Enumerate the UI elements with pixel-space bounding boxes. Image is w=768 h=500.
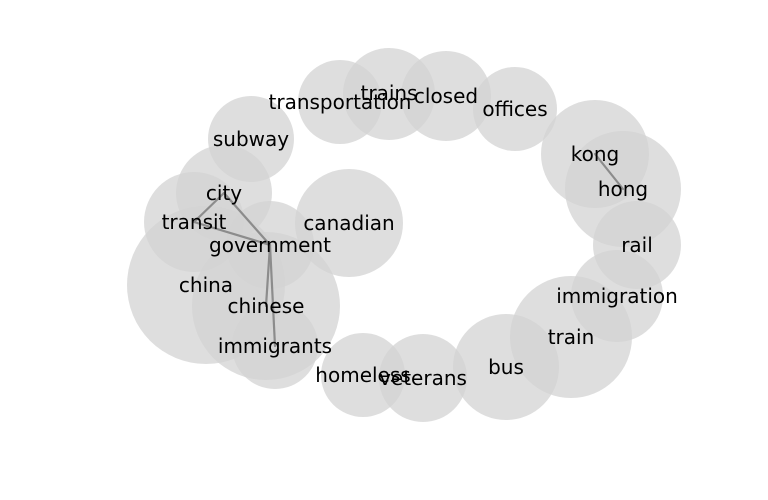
word-label-subway: subway: [213, 127, 289, 151]
word-label-kong: kong: [571, 142, 619, 166]
word-label-homeless: homeless: [315, 363, 410, 387]
word-label-closed: closed: [414, 84, 478, 108]
word-label-rail: rail: [621, 233, 653, 257]
bubble-offices: [473, 67, 557, 151]
edge-city-government: [222, 191, 272, 247]
word-label-bus: bus: [488, 355, 524, 379]
bubble-bus: [453, 314, 559, 420]
word-label-government: government: [209, 233, 331, 257]
word-label-trains: trains: [361, 81, 418, 105]
word-label-china: china: [179, 273, 233, 297]
word-label-chinese: chinese: [228, 294, 305, 318]
edge-layer: [192, 152, 625, 348]
word-label-transportation: transportation: [269, 90, 412, 114]
edge-government-immigrants: [268, 243, 277, 348]
edge-government-chinese: [264, 243, 272, 308]
word-label-train: train: [548, 325, 595, 349]
word-label-hong: hong: [598, 177, 648, 201]
edge-transit-government: [192, 220, 272, 247]
bubble-closed: [401, 51, 491, 141]
edge-kong-hong: [593, 152, 625, 191]
bubble-veterans: [379, 334, 467, 422]
edge-city-transit: [192, 191, 226, 224]
word-label-offices: offices: [482, 97, 547, 121]
word-label-city: city: [206, 181, 242, 205]
word-label-canadian: canadian: [303, 211, 394, 235]
word-label-transit: transit: [162, 210, 227, 234]
word-label-immigrants: immigrants: [218, 334, 332, 358]
bubble-canadian: [295, 169, 403, 277]
word-label-immigration: immigration: [556, 284, 678, 308]
word-label-veterans: veterans: [379, 366, 467, 390]
